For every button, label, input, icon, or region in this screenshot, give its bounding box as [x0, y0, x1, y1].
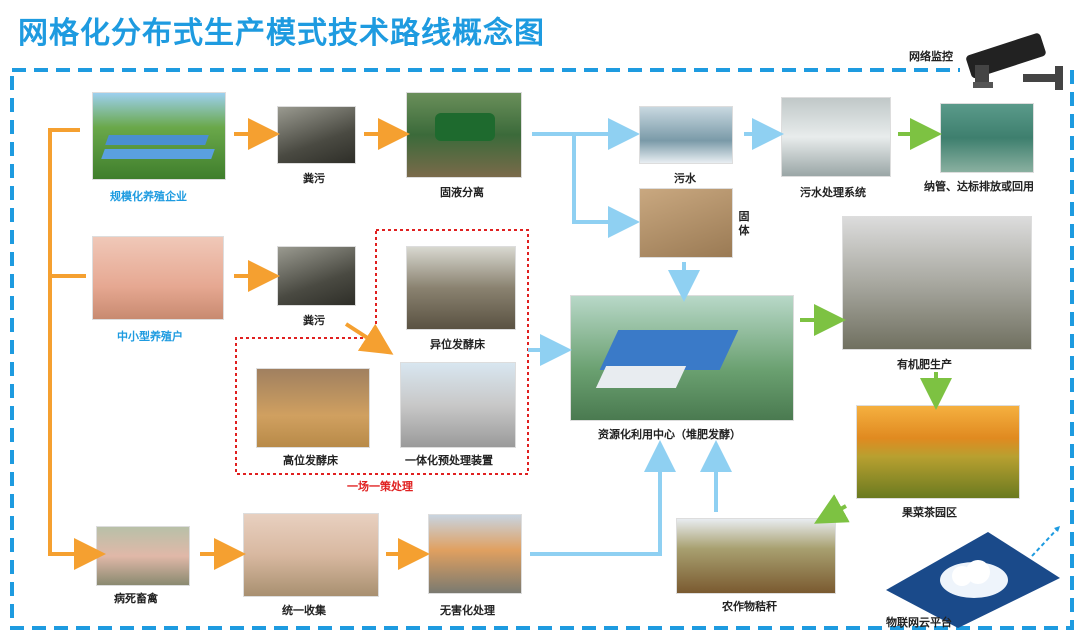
organic-fertilizer-label: 有机肥生产 [897, 358, 952, 371]
ectopic-bed-label: 异位发酵床 [430, 338, 485, 351]
dead-livestock-image [96, 526, 190, 586]
large-farm-label: 规模化养殖企业 [110, 190, 187, 203]
high-bed-image [256, 368, 370, 448]
straw-image [676, 518, 836, 594]
integrated-device-label: 一体化预处理装置 [405, 454, 493, 467]
unified-collection-label: 统一收集 [282, 604, 326, 617]
iot-platform: 物联网云平台 [878, 520, 1068, 630]
solid-image [639, 188, 733, 258]
large-farm-image [92, 92, 226, 180]
solid-liquid-label: 固液分离 [440, 186, 484, 199]
one-farm-one-policy-label: 一场一策处理 [347, 480, 413, 493]
network-monitor: 网络监控 [905, 30, 1075, 90]
iot-platform-label: 物联网云平台 [886, 616, 952, 629]
manure-image-1 [277, 106, 356, 164]
manure-label-2: 粪污 [303, 314, 325, 327]
iot-platform-graphic [886, 532, 1060, 628]
dead-livestock-label: 病死畜禽 [114, 592, 158, 605]
ectopic-bed-image [406, 246, 516, 330]
small-farm-image [92, 236, 224, 320]
sewage-system-label: 污水处理系统 [800, 186, 866, 199]
solid-liquid-image [406, 92, 522, 178]
high-bed-label: 高位发酵床 [283, 454, 338, 467]
page-title: 网格化分布式生产模式技术路线概念图 [18, 16, 545, 51]
sewage-label: 污水 [674, 172, 696, 185]
dashed-arrow-icon [1031, 525, 1061, 557]
manure-image-2 [277, 246, 356, 306]
solid-label: 固体 [738, 210, 750, 237]
resource-center-label: 资源化利用中心（堆肥发酵） [598, 428, 741, 441]
straw-label: 农作物秸秆 [722, 600, 777, 613]
orchard-label: 果菜茶园区 [902, 506, 957, 519]
integrated-device-image [400, 362, 516, 448]
organic-fertilizer-image [842, 216, 1032, 350]
network-monitor-label: 网络监控 [909, 50, 953, 63]
small-farm-label: 中小型养殖户 [117, 330, 183, 343]
discharge-label: 纳管、达标排放或回用 [924, 180, 1034, 193]
manure-label-1: 粪污 [303, 172, 325, 185]
camera-icon [966, 33, 1063, 90]
harmless-image [428, 514, 522, 594]
resource-center-image [570, 295, 794, 421]
harmless-label: 无害化处理 [440, 604, 495, 617]
sewage-image [639, 106, 733, 164]
